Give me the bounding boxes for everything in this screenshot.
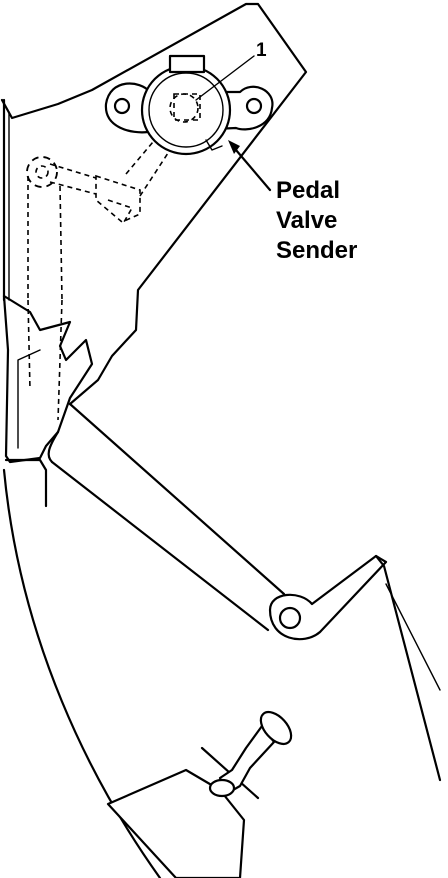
sender-label-line-1: Pedal [276, 177, 341, 204]
sender-hidden-core [169, 93, 199, 123]
bracket-lip [17, 349, 41, 449]
sender-leader [234, 148, 272, 192]
sender-body-outer [140, 64, 232, 156]
linkage-pivot-pin [35, 165, 49, 179]
pedal-pad [374, 554, 442, 782]
pivot-bolt-icon [278, 606, 302, 630]
firewall-panel [0, 2, 308, 406]
linkage-arm-hidden [49, 163, 97, 195]
pedal-arm-bend [47, 430, 60, 464]
linkage-pivot-hidden [26, 156, 58, 188]
callout-number: 1 [256, 40, 267, 61]
sender-label: Pedal Valve Sender [276, 176, 357, 266]
callout-leader [195, 55, 255, 101]
pedal-pad-back [385, 583, 441, 691]
pedal-arm-lower-edge [50, 460, 270, 632]
bracket-tab [4, 458, 48, 508]
stop-screw-head-icon [259, 710, 293, 746]
sender-leader-arrow-icon [228, 140, 240, 154]
sender-connector [168, 54, 206, 74]
flange-bolt-right-icon [245, 97, 263, 115]
linkage-clevis-hidden [95, 174, 141, 223]
linkage-rod-hidden [27, 176, 63, 421]
sender-label-line-3: Sender [276, 237, 358, 264]
sender-hex-tab [205, 139, 223, 151]
sender-label-line-2: Valve [276, 207, 338, 234]
linkage-to-sender-hidden [125, 135, 171, 197]
stop-screw-base [208, 778, 236, 798]
bracket-plate [2, 294, 94, 464]
flange-bolt-left-icon [113, 97, 131, 115]
pedal-arm-upper-edge [68, 402, 286, 596]
floor-contour [2, 468, 162, 878]
floor-block [106, 768, 246, 878]
